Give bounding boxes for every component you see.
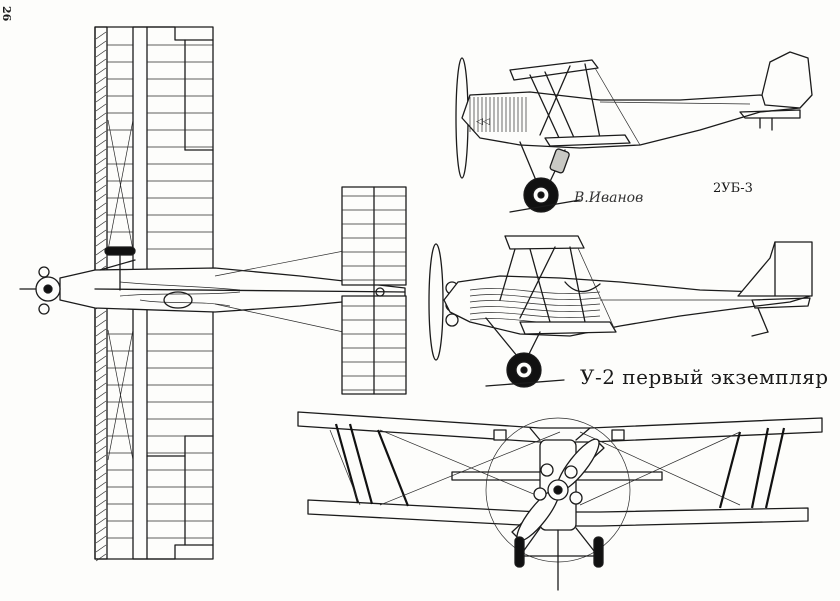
drawing-stroke <box>95 427 107 436</box>
drawing-stroke <box>95 40 107 49</box>
drawing-stroke <box>95 184 107 193</box>
drawing-stroke <box>95 355 107 364</box>
drawing-stroke <box>95 364 107 373</box>
top-view-tailplane <box>341 186 407 395</box>
drawing-stroke <box>95 535 107 544</box>
drawing-stroke <box>95 391 107 400</box>
drawing-stroke <box>95 373 107 382</box>
drawing-stroke <box>95 310 107 319</box>
caption-2ub3: 2УБ-3 <box>713 181 753 196</box>
drawing-stroke <box>95 238 107 247</box>
drawing-stroke <box>95 508 107 517</box>
drawing-stroke <box>95 220 107 229</box>
drawing-stroke <box>95 229 107 238</box>
drawing-stroke <box>95 148 107 157</box>
front-view <box>297 411 823 591</box>
drawing-stroke <box>95 49 107 58</box>
drawing-stroke <box>95 76 107 85</box>
drawing-stroke <box>95 139 107 148</box>
drawing-stroke <box>95 247 107 256</box>
drawing-stroke <box>95 211 107 220</box>
drawing-stroke <box>95 202 107 211</box>
drawing-stroke <box>95 409 107 418</box>
drawing-stroke <box>469 312 601 318</box>
drawing-stroke <box>95 31 107 40</box>
drawing-stroke <box>95 544 107 553</box>
side-view-2ub3: ◁◁ <box>455 51 813 213</box>
drawing-stroke <box>95 85 107 94</box>
drawing-stroke <box>95 346 107 355</box>
drawing-stroke <box>95 418 107 427</box>
drawing-stroke <box>95 166 107 175</box>
drawing-stroke <box>95 157 107 166</box>
drawing-stroke <box>95 553 107 562</box>
drawing-stroke <box>95 382 107 391</box>
drawing-stroke <box>95 472 107 481</box>
drawing-stroke <box>95 490 107 499</box>
top-view-wing <box>94 26 214 562</box>
drawing-stroke <box>95 121 107 130</box>
drawing-stroke <box>469 294 601 300</box>
top-view-fuselage <box>19 243 406 341</box>
svg-text:◁◁: ◁◁ <box>476 117 490 127</box>
drawing-stroke <box>95 67 107 76</box>
drawing-stroke <box>469 306 601 312</box>
drawing-stroke <box>95 58 107 67</box>
drawing-stroke <box>95 517 107 526</box>
side-view-u2 <box>428 235 813 388</box>
drawing-stroke <box>95 481 107 490</box>
caption-u2-first-example: У-2 первый экземпляр <box>580 365 829 389</box>
drawing-stroke <box>95 256 107 265</box>
drawing-stroke <box>95 103 107 112</box>
drawing-stroke <box>469 288 601 294</box>
drawing-stroke <box>95 463 107 472</box>
drawing-stroke <box>95 337 107 346</box>
drawing-stroke <box>95 319 107 328</box>
drawing-stroke <box>95 499 107 508</box>
author-signature: В.Иванов <box>574 190 644 206</box>
drawing-stroke <box>95 400 107 409</box>
drawing-stroke <box>95 436 107 445</box>
drawing-stroke <box>95 112 107 121</box>
drawing-stroke <box>95 526 107 535</box>
drawing-stroke <box>95 193 107 202</box>
drawing-stroke <box>95 130 107 139</box>
drawing-stroke <box>95 454 107 463</box>
drawing-stroke <box>95 175 107 184</box>
top-view <box>19 26 407 562</box>
drawing-stroke <box>95 445 107 454</box>
drawing-stroke <box>95 94 107 103</box>
drawing-stroke <box>95 328 107 337</box>
